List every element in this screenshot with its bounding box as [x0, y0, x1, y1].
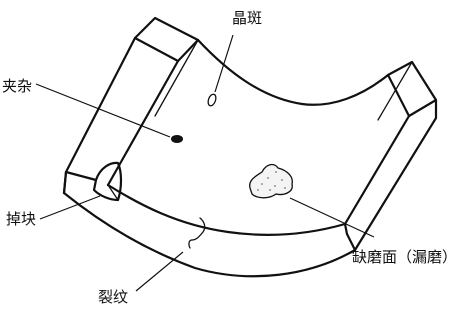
label-crystal-spot: 晶斑 [232, 9, 262, 27]
crystal-spot-leader [214, 34, 234, 93]
crack-leader [135, 251, 184, 292]
wear-patch [249, 163, 293, 199]
label-crack: 裂纹 [98, 288, 128, 306]
leader-lines [35, 34, 375, 292]
chipping-notch [92, 161, 123, 202]
right-leg-top-face [386, 60, 438, 118]
label-wear: 缺磨面（漏磨） [352, 248, 457, 266]
inclusion-leader [35, 83, 171, 138]
label-chipping: 掉块 [6, 210, 36, 228]
label-inclusion: 夹杂 [2, 77, 32, 95]
inner-surface-top-curve [196, 38, 390, 106]
inner-front-edge [106, 183, 347, 236]
right-leg-back-edge [377, 61, 413, 121]
inner-right-tab [343, 222, 349, 236]
left-leg-top-face [133, 16, 200, 63]
front-face-left-edge [62, 170, 68, 195]
chipping-inner-line [107, 184, 119, 201]
left-leg-outer-face [62, 36, 137, 195]
chipping-leader [39, 195, 101, 220]
right-leg-inner-edge [343, 114, 411, 226]
crystal-spot-mark [207, 93, 217, 107]
front-face-top-edge [64, 170, 98, 182]
left-leg-back-edge [154, 39, 199, 117]
curved-block [62, 16, 438, 278]
front-face-bottom-curve [62, 191, 357, 278]
inclusion-mark [171, 135, 183, 143]
wear-patch-texture [257, 171, 286, 191]
right-leg-outer-face [345, 98, 438, 252]
wear-leader [289, 197, 375, 238]
crack-line [188, 217, 206, 249]
